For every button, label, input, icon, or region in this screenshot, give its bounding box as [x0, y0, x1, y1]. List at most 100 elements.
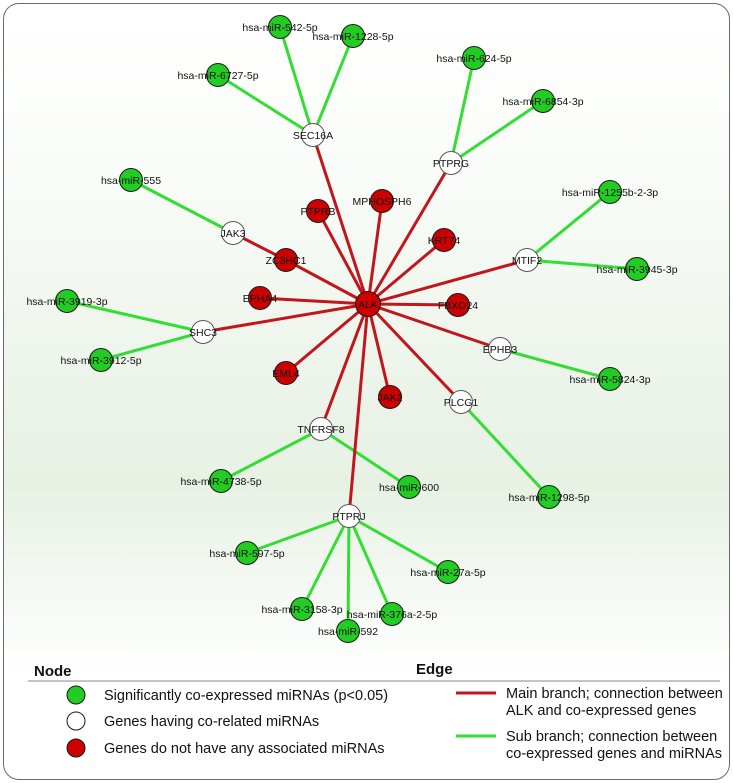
node-circle-zc3hc1: [274, 248, 298, 272]
node-m-3158: hsa-miR-3158-3p: [261, 597, 343, 621]
sub-edge-ptprj-m_27a: [348, 514, 449, 574]
node-label-m-592: hsa-miR-592: [318, 626, 378, 638]
node-label-sec16a: SEC16A: [293, 130, 333, 142]
node-circle-m-555: [119, 168, 143, 192]
node-m-555: hsa-miR-555: [101, 168, 161, 192]
legend-red-node-label: Genes do not have any associated miRNAs: [104, 741, 384, 757]
main-edge-alk-plcg1: [366, 302, 463, 404]
node-m-624: hsa-miR-624-5p: [436, 46, 512, 70]
node-label-m-600: hsa-miR-600: [379, 482, 439, 494]
node-label-m-3158: hsa-miR-3158-3p: [261, 604, 342, 616]
node-m-5824: hsa-miR-5824-3p: [569, 367, 651, 391]
legend-edge-title: Edge: [416, 661, 453, 678]
node-m-1255b: hsa-miR-1255b-2-3p: [562, 180, 658, 204]
node-epha4: EPHA4: [243, 286, 277, 310]
node-label-fbxo24: FBXO24: [438, 300, 478, 312]
sub-edge-ptprj-m_376a: [347, 515, 394, 615]
node-shc3: SHC3: [189, 320, 217, 344]
node-mphosph6: MPHOSPH6: [353, 189, 412, 213]
sub-edge-shc3-m_3912: [100, 330, 204, 362]
node-label-shc3: SHC3: [189, 327, 217, 339]
sub-edge-ptprj-m_3158: [300, 515, 351, 610]
node-circle-m-3158: [290, 597, 314, 621]
node-label-tnfrsf8: TNFRSF8: [297, 424, 344, 436]
legend-main-edge-label-line2: ALK and co-expressed genes: [506, 703, 696, 719]
main-edge-alk-epha4: [259, 296, 369, 306]
node-m-3945: hsa-miR-3945-3p: [596, 257, 678, 281]
node-label-plcg1: PLCG1: [444, 397, 479, 409]
legend-sub-edge-label-line1: Sub branch; connection between: [506, 729, 717, 745]
legend-sub-edge-label-line2: co-expressed genes and miRNAs: [506, 746, 722, 762]
node-label-eml4: EML4: [272, 368, 300, 380]
node-alk: ALK: [355, 291, 381, 317]
node-circle-m-6727: [206, 63, 230, 87]
sub-edge-tnfrsf8-m_600: [320, 427, 410, 489]
node-circle-fbxo24: [446, 293, 470, 317]
legend-white-node-swatch: [66, 711, 86, 731]
node-m-27a: hsa-miR-27a-5p: [410, 560, 486, 584]
node-circle-eml4: [274, 361, 298, 385]
node-label-ptprj: PTPRJ: [332, 511, 365, 523]
node-label-ephb3: EPHB3: [483, 344, 518, 356]
node-layer: ALK SEC16A PTPRG JAK3MTIF2SHC3EPHB3PLCG1TNF…: [26, 15, 678, 643]
node-circle-m-1298: [537, 485, 561, 509]
main-edge-alk-jak2: [366, 303, 392, 398]
node-circle-alk: [355, 291, 381, 317]
sub-edge-ptprj-m_592: [346, 515, 351, 632]
node-circle-m-597: [235, 541, 259, 565]
node-circle-plcg1: [449, 390, 473, 414]
sub-edge-jak3-m_555: [130, 178, 234, 235]
node-plcg1: PLCG1: [444, 390, 479, 414]
node-circle-epha4: [248, 286, 272, 310]
node-circle-mphosph6: [370, 189, 394, 213]
sub-edge-sec16a-m_1228: [311, 35, 355, 136]
main-edge-alk-krt74: [367, 238, 445, 306]
node-jak2: JAK2: [377, 385, 403, 409]
sub-edge-ptprg-m_624: [449, 57, 476, 164]
node-label-m-624: hsa-miR-624-5p: [436, 53, 511, 65]
node-label-m-3945: hsa-miR-3945-3p: [596, 264, 677, 276]
node-m-4738: hsa-miR-4738-5p: [180, 469, 262, 493]
sub-edge-mtif2-m_3945: [526, 258, 638, 271]
node-mtif2: MTIF2: [512, 248, 542, 272]
node-m-376a: hsa-miR-376a-2-5p: [347, 602, 437, 626]
legend-red-node-swatch: [66, 738, 86, 758]
node-circle-m-3912: [89, 348, 113, 372]
node-m-3912: hsa-miR-3912-5p: [60, 348, 142, 372]
node-circle-m-5824: [598, 367, 622, 391]
node-label-alk: ALK: [358, 299, 378, 311]
legend-green-node-swatch: [66, 685, 86, 705]
main-edge-alk-shc3: [202, 302, 369, 334]
node-circle-m-3945: [625, 257, 649, 281]
node-circle-mtif2: [515, 248, 539, 272]
main-edge-alk-ptprb: [316, 210, 370, 305]
node-circle-jak3: [221, 221, 245, 245]
sub-edge-sec16a-m_6727: [217, 73, 314, 137]
node-m-592: hsa-miR-592: [318, 619, 378, 643]
node-circle-m-1228: [341, 24, 365, 48]
node-label-m-1255b: hsa-miR-1255b-2-3p: [562, 187, 658, 199]
node-sec16a: SEC16A: [293, 123, 333, 147]
sub-edge-sec16a-m_542: [278, 26, 315, 136]
node-circle-m-1255b: [598, 180, 622, 204]
node-label-m-4738: hsa-miR-4738-5p: [180, 476, 261, 488]
node-circle-m-542: [268, 15, 292, 39]
legend-node-title: Node: [34, 663, 72, 680]
node-ptprg: PTPRG: [433, 151, 469, 175]
node-m-3919: hsa-miR-3919-3p: [26, 289, 108, 313]
main-edge-alk-mphosph6: [366, 200, 384, 305]
node-circle-ptprg: [439, 151, 463, 175]
node-ephb3: EPHB3: [483, 337, 518, 361]
node-circle-m-6854: [531, 89, 555, 113]
node-label-jak2: JAK2: [377, 392, 402, 404]
node-label-m-1228: hsa-miR-1228-5p: [312, 31, 393, 43]
node-m-6727: hsa-miR-6727-5p: [177, 63, 259, 87]
node-circle-tnfrsf8: [309, 417, 333, 441]
node-jak3: JAK3: [220, 221, 246, 245]
node-label-zc3hc1: ZC3HC1: [266, 255, 307, 267]
sub-edge-ephb3-m_5824: [499, 347, 611, 381]
node-label-m-6854: hsa-miR-6854-3p: [502, 96, 583, 108]
node-circle-m-3919: [55, 289, 79, 313]
node-label-mtif2: MTIF2: [512, 255, 542, 267]
